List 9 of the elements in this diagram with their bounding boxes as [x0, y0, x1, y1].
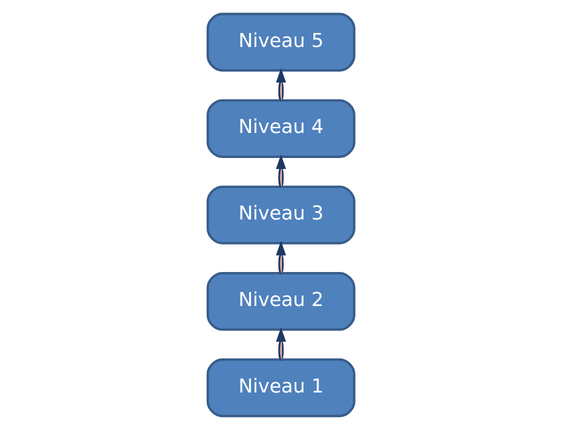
node-box: Niveau 5: [206, 12, 355, 72]
arrow: [275, 240, 286, 274]
arrow: [275, 68, 286, 101]
node-box: Niveau 1: [206, 358, 355, 418]
node-box: Niveau 2: [206, 272, 355, 331]
arrow: [275, 327, 286, 360]
node-box: Niveau 4: [206, 99, 355, 158]
node-box: Niveau 3: [206, 186, 355, 244]
arrow: [275, 154, 286, 188]
